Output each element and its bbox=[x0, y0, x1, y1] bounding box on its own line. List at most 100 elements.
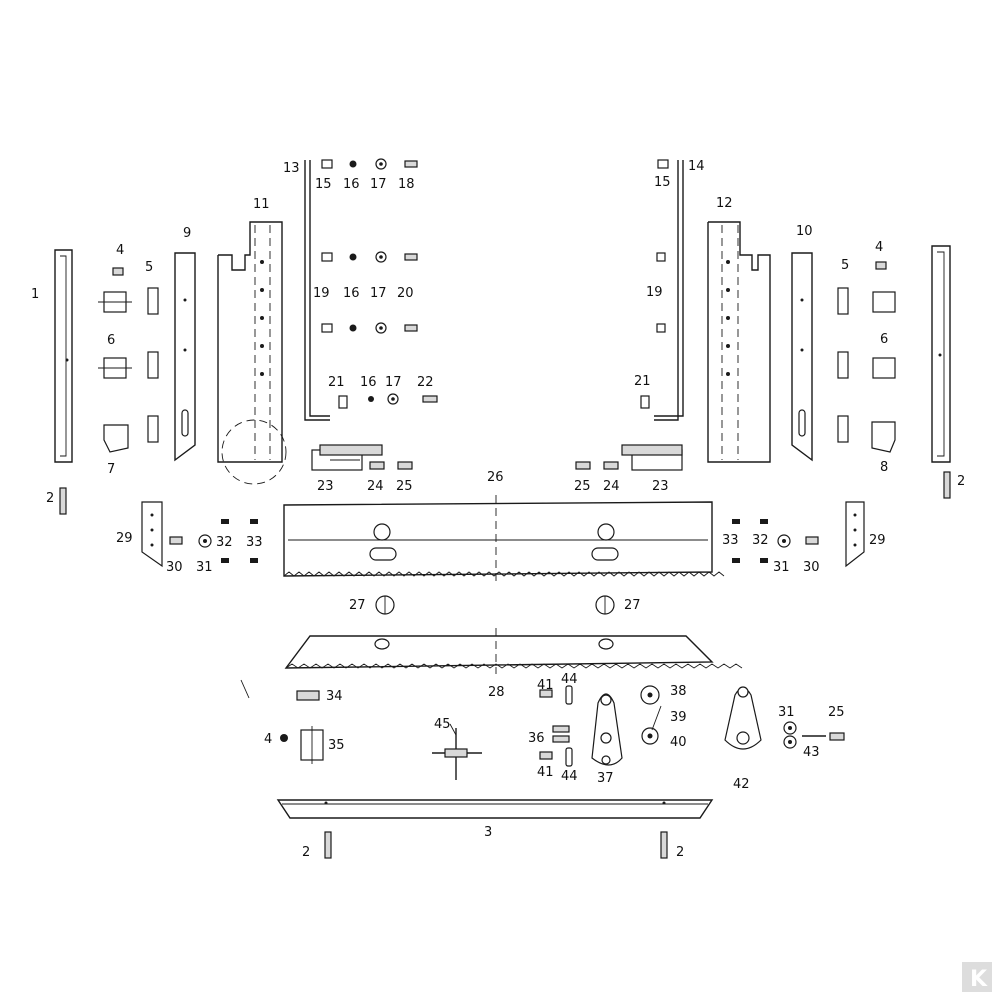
label-39: 39 bbox=[670, 710, 687, 725]
label-29-left: 29 bbox=[116, 531, 133, 546]
label-4-right: 4 bbox=[875, 240, 883, 255]
label-31-right: 31 bbox=[773, 560, 790, 575]
label-45: 45 bbox=[434, 717, 451, 732]
part-34-block bbox=[296, 690, 320, 701]
part-3-bottom-strip bbox=[276, 799, 714, 819]
label-40: 40 bbox=[670, 735, 687, 750]
parts-24-25-right bbox=[575, 461, 619, 470]
label-43: 43 bbox=[803, 745, 820, 760]
label-17-top: 17 bbox=[370, 177, 387, 192]
part-23-hinge-right bbox=[621, 444, 683, 471]
label-33-left: 33 bbox=[246, 535, 263, 550]
part-8-bracket bbox=[871, 421, 896, 453]
part-14-rod bbox=[654, 160, 684, 421]
part-37-crank-link bbox=[591, 693, 623, 766]
label-35: 35 bbox=[328, 738, 345, 753]
label-6-right: 6 bbox=[880, 332, 888, 347]
label-28: 28 bbox=[488, 685, 505, 700]
label-9: 9 bbox=[183, 226, 191, 241]
part-9-plate-left bbox=[174, 252, 196, 462]
part-4-screw-right bbox=[875, 261, 887, 270]
part-6-clamps-right bbox=[872, 291, 896, 379]
label-36: 36 bbox=[528, 731, 545, 746]
label-26: 26 bbox=[487, 470, 504, 485]
part-1-side-strip-right bbox=[931, 245, 951, 463]
fasteners-row-low-left bbox=[338, 393, 438, 409]
fasteners-row-mid-left bbox=[321, 251, 418, 334]
part-1-side-strip bbox=[54, 249, 73, 463]
part-5-strips-left bbox=[147, 287, 159, 443]
label-23-right: 23 bbox=[652, 479, 669, 494]
label-41-top: 41 bbox=[537, 678, 554, 693]
label-24-left: 24 bbox=[367, 479, 384, 494]
label-19-right: 19 bbox=[646, 285, 663, 300]
label-38: 38 bbox=[670, 684, 687, 699]
label-10: 10 bbox=[796, 224, 813, 239]
label-15-right: 15 bbox=[654, 175, 671, 190]
label-6-left: 6 bbox=[107, 333, 115, 348]
part-27-washers bbox=[375, 595, 615, 615]
label-25-lower: 25 bbox=[828, 705, 845, 720]
part-42-crank-link bbox=[724, 686, 762, 750]
part-35-clamp bbox=[280, 726, 324, 764]
part-26-main-knife bbox=[283, 495, 725, 582]
part-7-bracket bbox=[103, 424, 129, 453]
label-31-left: 31 bbox=[196, 560, 213, 575]
label-5-right: 5 bbox=[841, 258, 849, 273]
label-4-lower: 4 bbox=[264, 732, 272, 747]
fasteners-row-top-left bbox=[321, 158, 418, 170]
label-23-left: 23 bbox=[317, 479, 334, 494]
label-32-left: 32 bbox=[216, 535, 233, 550]
label-15-left: 15 bbox=[315, 177, 332, 192]
label-12: 12 bbox=[716, 196, 733, 211]
part-23-hinge-left bbox=[311, 444, 383, 471]
label-17-mid: 17 bbox=[370, 286, 387, 301]
label-16-top: 16 bbox=[343, 177, 360, 192]
part-4-screw-left bbox=[112, 267, 124, 276]
label-7: 7 bbox=[107, 462, 115, 477]
part-2-pin-right bbox=[943, 471, 951, 499]
label-3: 3 bbox=[484, 825, 492, 840]
part-6-clamps-left bbox=[98, 291, 132, 379]
label-21-left: 21 bbox=[328, 375, 345, 390]
label-2-right: 2 bbox=[957, 474, 965, 489]
label-8: 8 bbox=[880, 460, 888, 475]
part-28-lower-knife bbox=[284, 628, 743, 674]
label-25-left: 25 bbox=[396, 479, 413, 494]
label-14: 14 bbox=[688, 159, 705, 174]
parts-38-40 bbox=[640, 685, 660, 745]
label-22: 22 bbox=[417, 375, 434, 390]
label-20: 20 bbox=[397, 286, 414, 301]
label-13: 13 bbox=[283, 161, 300, 176]
label-41-bottom: 41 bbox=[537, 765, 554, 780]
label-44-bottom: 44 bbox=[561, 769, 578, 784]
part-2-pin-left bbox=[59, 487, 67, 515]
label-2-left: 2 bbox=[46, 491, 54, 506]
parts-24-25-left bbox=[369, 461, 413, 470]
label-33-right: 33 bbox=[722, 533, 739, 548]
label-44-top: 44 bbox=[561, 672, 578, 687]
label-4-left: 4 bbox=[116, 243, 124, 258]
label-21-right: 21 bbox=[634, 374, 651, 389]
label-16-mid: 16 bbox=[343, 286, 360, 301]
label-30-right: 30 bbox=[803, 560, 820, 575]
label-24-right: 24 bbox=[603, 479, 620, 494]
leader-lines bbox=[240, 679, 662, 736]
part-10-plate-right bbox=[791, 252, 813, 462]
label-34: 34 bbox=[326, 689, 343, 704]
part-5-strips-right bbox=[837, 287, 849, 443]
label-18: 18 bbox=[398, 177, 415, 192]
label-27-left: 27 bbox=[349, 598, 366, 613]
parts-31-43-25 bbox=[783, 721, 845, 749]
fasteners-right bbox=[640, 159, 669, 409]
label-11: 11 bbox=[253, 197, 270, 212]
label-2-bottom-left: 2 bbox=[302, 845, 310, 860]
label-32-right: 32 bbox=[752, 533, 769, 548]
label-2-bottom-right: 2 bbox=[676, 845, 684, 860]
brand-logo: K bbox=[962, 962, 992, 992]
label-25-right: 25 bbox=[574, 479, 591, 494]
label-5-left: 5 bbox=[145, 260, 153, 275]
label-17-low: 17 bbox=[385, 375, 402, 390]
part-12-blade-plate bbox=[707, 221, 771, 463]
part-45-spring-bolt bbox=[432, 728, 482, 780]
